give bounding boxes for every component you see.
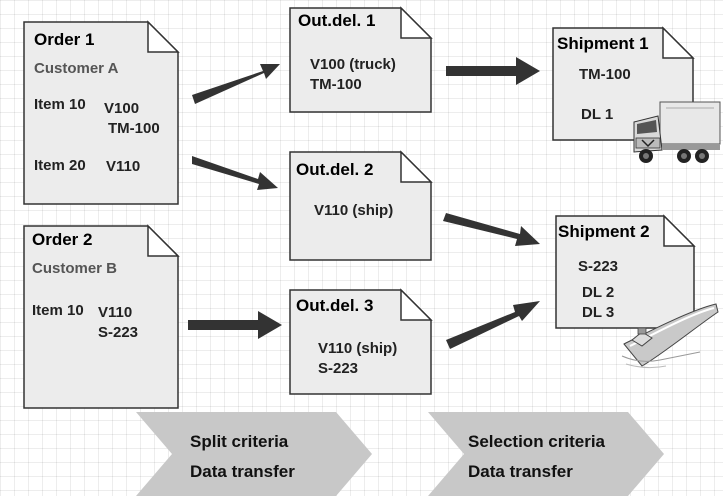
document-page-icon: [289, 6, 433, 113]
stage-label-2: Data transfer: [468, 462, 573, 481]
shipment-title: Shipment 2: [558, 222, 650, 241]
document-page-icon: [289, 150, 433, 261]
shipment-title: Shipment 1: [557, 34, 649, 53]
order-item-label: Item 10: [32, 302, 84, 319]
delivery-line-1: V100 (truck): [310, 56, 396, 73]
delivery-line-2: S-223: [318, 360, 359, 377]
document-page-icon: [289, 288, 433, 395]
document-page-icon: [552, 26, 695, 141]
selection-criteria-stage: Selection criteria Data transfer: [428, 412, 664, 496]
delivery-line-1: V110 (ship): [314, 202, 394, 219]
arrow-del2-to-ship2: [443, 213, 540, 246]
order-2-document: Order 2 Customer B Item 10 V110 S-223: [23, 224, 180, 410]
stage-label-2: Data transfer: [190, 462, 295, 481]
shipment-2-document: Shipment 2 S-223 DL 2 DL 3: [555, 214, 696, 330]
order-customer: Customer A: [34, 60, 119, 77]
order-item-material: V110: [106, 158, 141, 175]
order-item-label: Item 10: [34, 96, 86, 113]
document-page-icon: [23, 20, 180, 205]
arrow-del3-to-ship2: [446, 301, 540, 349]
order-item-route: S-223: [98, 324, 139, 341]
split-criteria-stage: Split criteria Data transfer: [136, 412, 372, 496]
outbound-delivery-2: Out.del. 2 V110 (ship): [289, 150, 433, 262]
order-title: Order 2: [32, 230, 93, 249]
delivery-title: Out.del. 2: [296, 160, 374, 179]
stage-label-1: Selection criteria: [468, 432, 606, 451]
shipment-delivery: DL 1: [581, 106, 614, 123]
shipment-1-document: Shipment 1 TM-100 DL 1: [552, 26, 695, 142]
arrow-del1-to-ship1: [446, 57, 540, 85]
ship-icon: [621, 303, 719, 369]
delivery-title: Out.del. 1: [298, 11, 376, 30]
order-1-document: Order 1 Customer A Item 10 V100 TM-100 I…: [23, 20, 180, 206]
order-item-route: TM-100: [108, 120, 160, 137]
order-customer: Customer B: [32, 260, 118, 277]
shipment-delivery: DL 3: [582, 304, 615, 321]
arrow-order1-to-del1: [192, 64, 280, 104]
shipment-route: S-223: [578, 258, 619, 275]
outbound-delivery-1: Out.del. 1 V100 (truck) TM-100: [289, 6, 433, 114]
arrow-order2-to-del3: [188, 311, 282, 339]
stage-label-1: Split criteria: [190, 432, 289, 451]
shipment-delivery: DL 2: [582, 284, 615, 301]
outbound-delivery-3: Out.del. 3 V110 (ship) S-223: [289, 288, 433, 396]
chevron-shape: [136, 412, 372, 496]
order-item-label: Item 20: [34, 157, 86, 174]
arrow-order1-to-del2: [192, 156, 278, 190]
order-item-material: V100: [104, 100, 140, 117]
delivery-line-1: V110 (ship): [318, 340, 398, 357]
document-page-icon: [555, 214, 696, 329]
truck-icon: [633, 101, 721, 163]
delivery-line-2: TM-100: [310, 76, 362, 93]
shipment-route: TM-100: [579, 66, 631, 83]
order-title: Order 1: [34, 30, 95, 49]
chevron-shape: [428, 412, 664, 496]
document-page-icon: [23, 224, 180, 409]
order-item-material: V110: [98, 304, 133, 321]
delivery-title: Out.del. 3: [296, 296, 374, 315]
